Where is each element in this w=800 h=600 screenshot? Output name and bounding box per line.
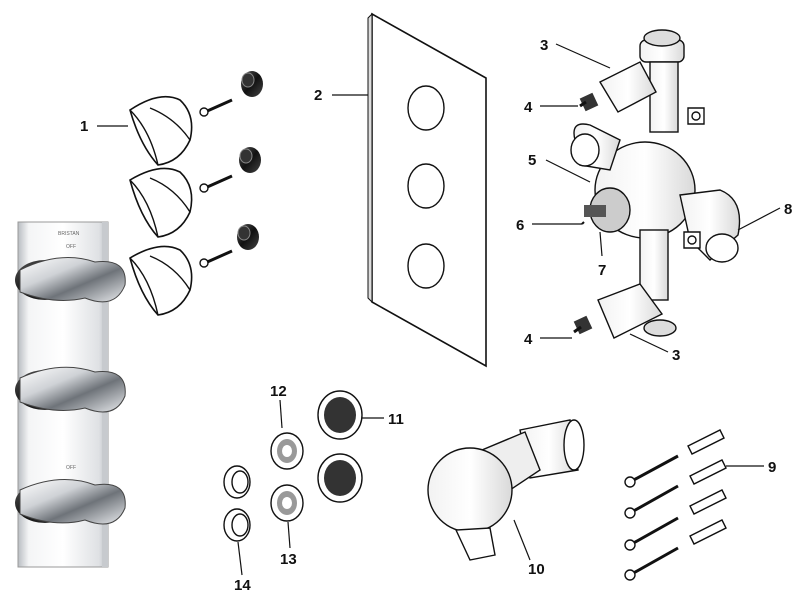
- callout-1: 1: [80, 118, 88, 135]
- concealing-plate: [367, 12, 487, 368]
- callout-3-top: 3: [540, 37, 548, 54]
- callout-12: 12: [270, 383, 287, 400]
- wall-plug-3: [689, 489, 727, 515]
- callout-8: 8: [784, 201, 792, 218]
- seal-11b: [317, 453, 363, 503]
- filter-12: [270, 432, 304, 470]
- callout-2: 2: [314, 87, 322, 104]
- callout-labels: 1 2 3 4 5 6 7 8 4 3 9 10 11 12 13 14: [80, 37, 792, 594]
- screw-2: [199, 174, 233, 193]
- wall-screw-1: [624, 454, 679, 488]
- seals-filters: [223, 390, 363, 542]
- callout-10: 10: [528, 561, 545, 578]
- screw-3: [199, 249, 233, 268]
- wall-outlet-elbow: [427, 419, 585, 561]
- wall-screw-3: [624, 516, 679, 551]
- assembled-faceplate: BRISTAN OFF OFF: [15, 221, 126, 568]
- off-label-bottom: OFF: [66, 465, 76, 471]
- wall-plug-4: [689, 519, 727, 545]
- plate-handle-top: [15, 257, 126, 303]
- wall-screw-2: [624, 484, 679, 519]
- handle-3: [129, 245, 193, 316]
- seal-11a: [317, 390, 363, 440]
- callout-14: 14: [234, 577, 251, 594]
- fixings: [624, 429, 727, 581]
- handle-set: [129, 71, 263, 316]
- callout-3-bottom: 3: [672, 347, 680, 364]
- handle-2: [129, 167, 193, 238]
- washer-14a: [223, 465, 251, 499]
- off-label-top: OFF: [66, 244, 76, 250]
- plate-handle-middle: [15, 366, 126, 413]
- callout-4-bottom: 4: [524, 331, 533, 348]
- valve-body: [570, 29, 741, 339]
- leader-lines: [97, 43, 781, 576]
- callout-7: 7: [598, 262, 606, 279]
- handle-1: [129, 95, 193, 166]
- screw-1: [199, 98, 233, 117]
- spline-adaptor-2: [239, 147, 261, 173]
- washer-14b: [223, 508, 251, 542]
- plate-handle-bottom: [15, 479, 126, 525]
- wall-plug-2: [689, 459, 727, 485]
- wall-plug-1: [687, 429, 725, 455]
- callout-5: 5: [528, 152, 536, 169]
- callout-11: 11: [388, 411, 404, 428]
- callout-6: 6: [516, 217, 524, 234]
- spline-adaptor-1: [241, 71, 263, 97]
- wall-screw-4: [624, 546, 679, 581]
- callout-9: 9: [768, 459, 776, 476]
- callout-13: 13: [280, 551, 297, 568]
- filter-13: [270, 484, 304, 522]
- spline-adaptor-3: [237, 224, 259, 250]
- callout-4-top: 4: [524, 99, 533, 116]
- brand-label: BRISTAN: [58, 231, 80, 237]
